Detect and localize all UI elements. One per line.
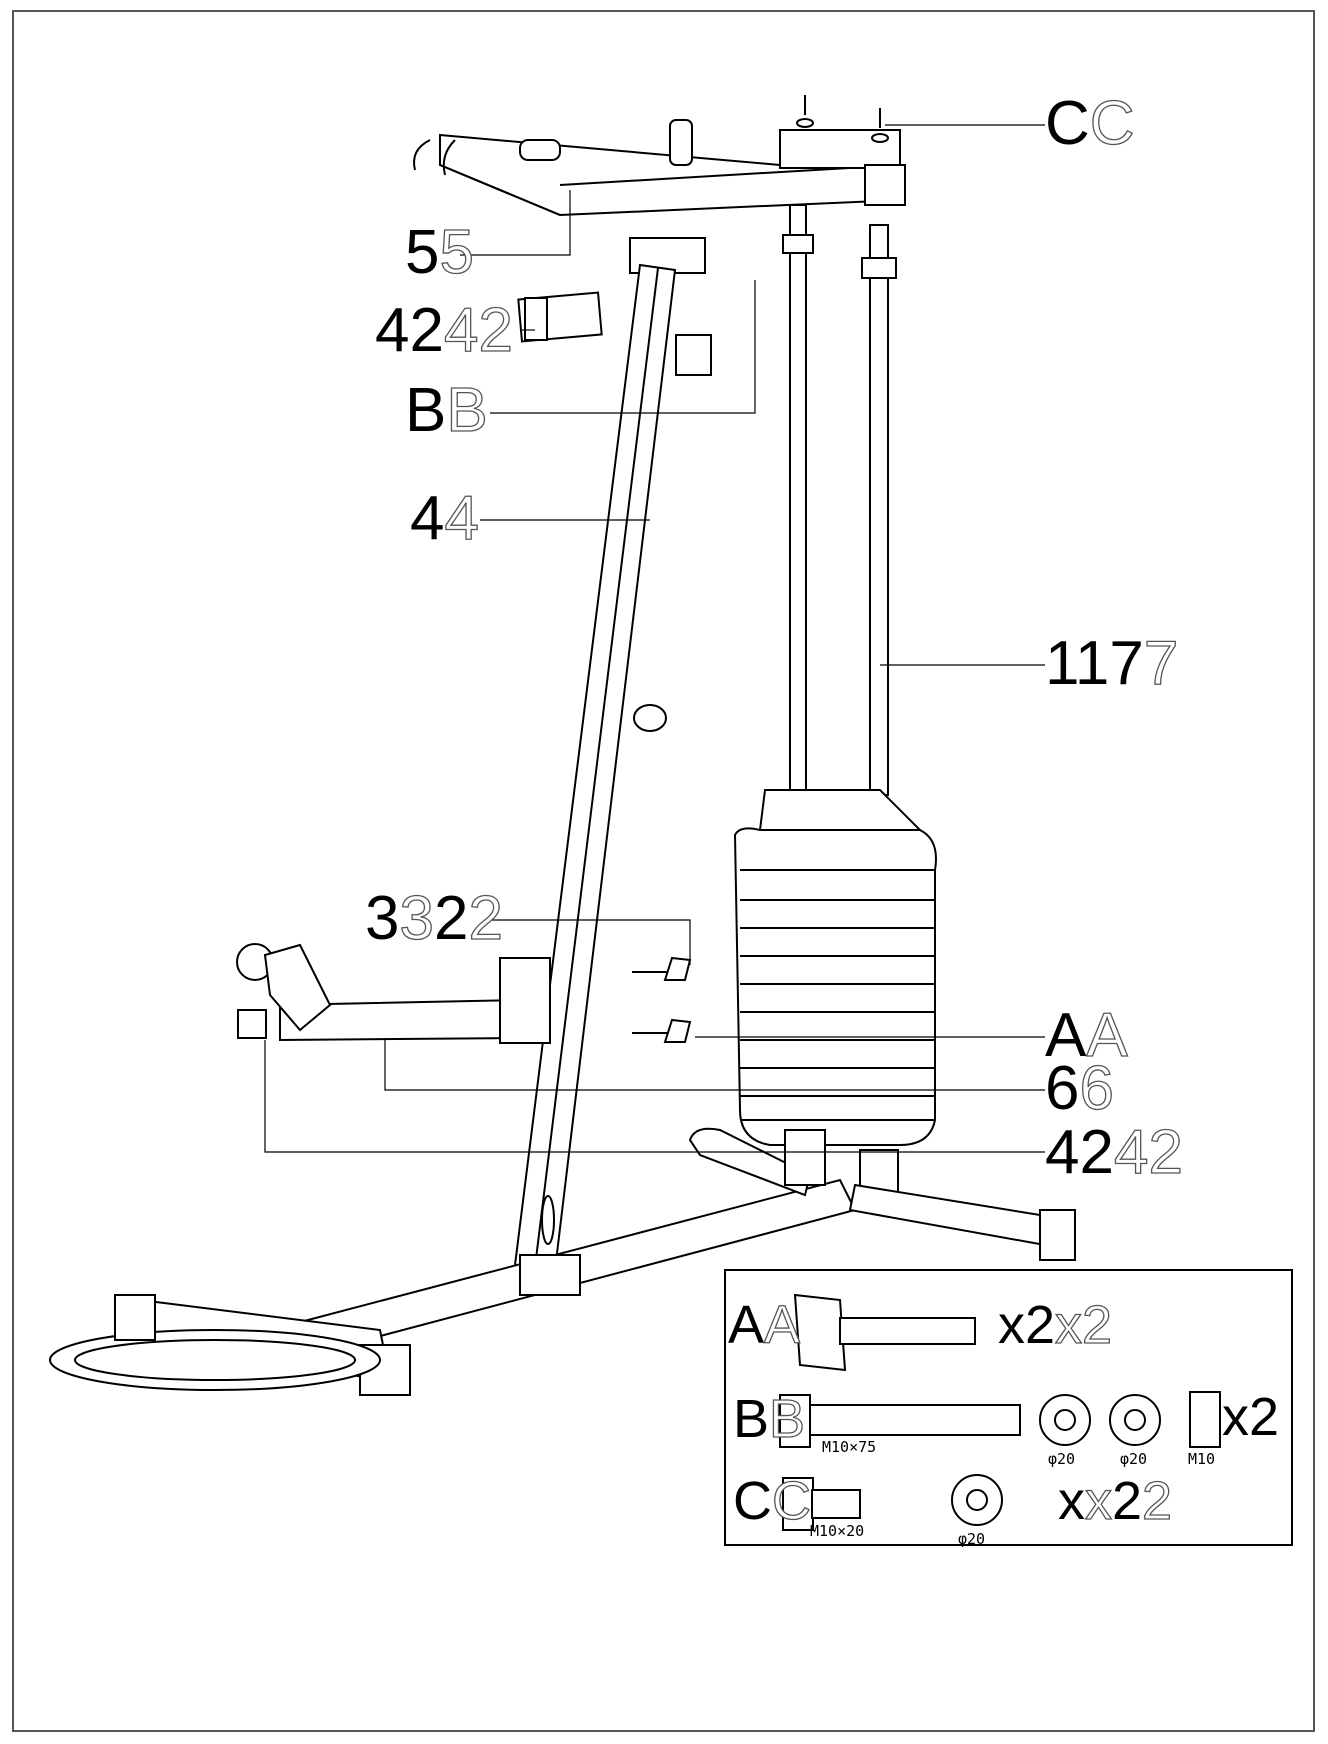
hardware-a-qty: x2x2 (998, 1295, 1113, 1355)
callout-5: 55 (405, 221, 475, 284)
hardware-c-letter-outline: C (771, 1471, 811, 1531)
hardware-b-letter: B (733, 1389, 770, 1449)
callout-32-outline-a: 3 (399, 884, 435, 953)
callout-c: CC (1045, 92, 1135, 155)
hardware-a-qty-text: x2 (998, 1295, 1056, 1355)
callout-32-text-b: 2 (433, 884, 469, 953)
lower-arm (236, 943, 692, 1044)
top-beam (413, 119, 906, 217)
callout-5-text: 5 (405, 218, 440, 287)
callout-6: 66 (1045, 1057, 1115, 1120)
callout-42-bottom: 4242 (1045, 1121, 1184, 1184)
weight-stack (733, 789, 937, 1146)
callout-b-text: B (405, 376, 447, 445)
callout-a-text: A (1045, 1001, 1087, 1070)
hardware-b-qty: x2 (1222, 1390, 1280, 1444)
hardware-a-letter: A (728, 1295, 765, 1355)
callout-b-outline: B (446, 376, 489, 445)
callout-c-outline: C (1089, 89, 1135, 158)
hardware-b-nut-size: M10 (1188, 1450, 1216, 1468)
callout-32-outline-b: 2 (468, 884, 504, 953)
hardware-a-letter-outline: A (763, 1295, 801, 1355)
hardware-b-letter-outline: B (768, 1389, 806, 1449)
callout-42-top-text: 42 (375, 296, 444, 365)
upright-post (513, 263, 712, 1272)
callout-17-text-b: 17 (1074, 629, 1144, 698)
callout-42-top-outline: 42 (443, 296, 513, 365)
hardware-c-qty-x: x (1058, 1471, 1085, 1531)
hardware-c-bolt-size: M10×20 (810, 1522, 865, 1540)
base-frame (49, 1127, 1076, 1396)
callout-17-outline: 7 (1143, 629, 1179, 698)
hardware-b-washer2-size: φ20 (1120, 1450, 1148, 1468)
hardware-b-bolt-size: M10×75 (822, 1438, 877, 1456)
hardware-a-label: AA (728, 1295, 801, 1355)
hardware-c-washer-size: φ20 (958, 1530, 986, 1548)
leader-lines (264, 124, 1045, 1153)
hardware-c-qty-2: 2 (1112, 1471, 1143, 1531)
hardware-c-label: CC (733, 1471, 812, 1531)
hardware-a-qty-outline: x2 (1054, 1295, 1113, 1355)
knob-a-head (793, 1293, 847, 1372)
page-frame (12, 10, 1315, 1732)
callout-6-outline: 6 (1079, 1054, 1115, 1123)
callout-32: 3322 (365, 887, 504, 950)
hardware-b-label: BB (733, 1389, 806, 1449)
callout-42-bottom-outline: 42 (1113, 1118, 1183, 1187)
callout-5-outline: 5 (439, 218, 475, 287)
hardware-c-qty-2-outline: 2 (1141, 1471, 1173, 1531)
callout-6-text: 6 (1045, 1054, 1080, 1123)
hardware-c-qty-x-outline: x (1084, 1471, 1112, 1531)
hardware-box (724, 1269, 1293, 1546)
hardware-c-qty: xx22 (1058, 1471, 1173, 1531)
callout-42-bottom-text: 42 (1045, 1118, 1114, 1187)
guide-rods (782, 95, 897, 796)
callout-c-text: C (1045, 89, 1090, 158)
callout-a: AA (1045, 1004, 1128, 1067)
callout-b: BB (405, 379, 488, 442)
callout-17-text-a: 1 (1045, 629, 1075, 698)
callout-4: 44 (410, 487, 480, 550)
callout-a-outline: A (1086, 1001, 1129, 1070)
callout-4-text: 4 (410, 484, 445, 553)
hardware-b-washer1-size: φ20 (1048, 1450, 1076, 1468)
callout-42-top: 4242 (375, 299, 514, 362)
hardware-c-letter: C (733, 1471, 772, 1531)
callout-32-text-a: 3 (365, 884, 400, 953)
callout-4-outline: 4 (444, 484, 480, 553)
callout-17: 1177 (1045, 632, 1179, 695)
